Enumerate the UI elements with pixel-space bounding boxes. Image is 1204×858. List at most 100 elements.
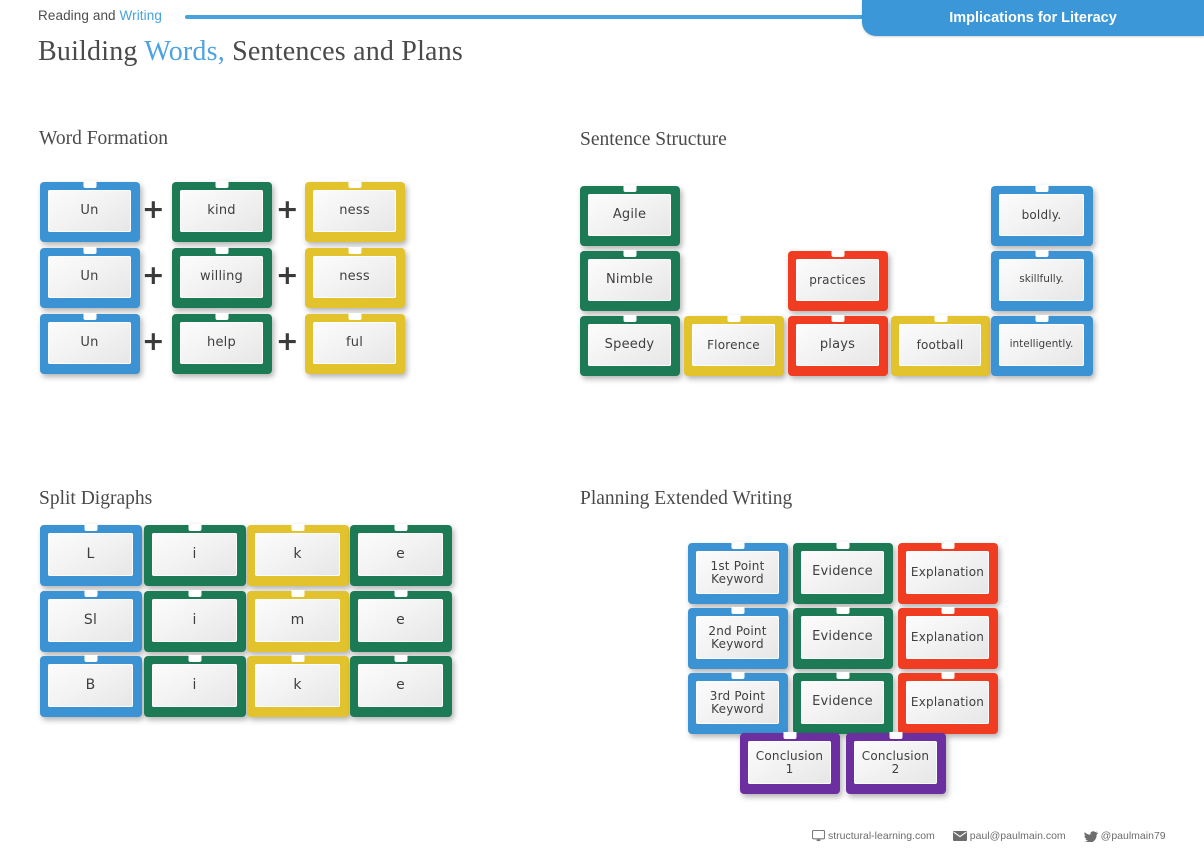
digraph-block-r3c2[interactable]: i [144,655,246,717]
block-notch [731,607,745,614]
digraph-block-r3c3[interactable]: k [247,655,349,717]
planning-block-r2c2[interactable]: Evidence [793,607,893,669]
block-notch [1035,185,1049,192]
page-title-highlight: Words, [144,36,225,67]
digraph-block-r3c4[interactable]: e [350,655,452,717]
block-panel: k [255,533,340,576]
section-title-planning: Planning Extended Writing [580,488,793,509]
word-block-kind-r1[interactable]: kind [172,181,272,242]
digraph-block-r1c3[interactable]: k [247,524,349,586]
block-label: Evidence [812,694,873,710]
block-label: willing [200,268,243,284]
footer-item-website[interactable]: structural-learning.com [812,830,935,842]
block-notch [394,590,408,597]
footer-item-twitter[interactable]: @paulmain79 [1083,830,1166,842]
block-notch [889,732,903,739]
block-notch [941,607,955,614]
block-notch [83,247,97,254]
sentence-block-skillfully[interactable]: skillfully. [991,250,1093,311]
sentence-block-speedy[interactable]: Speedy [580,315,680,376]
sentence-block-florence[interactable]: Florence [684,315,784,376]
block-label: Un [80,334,99,350]
eyebrow-highlight: Writing [119,8,162,23]
block-label: Evidence [812,564,873,580]
block-panel: e [358,664,443,707]
sentence-block-nimble[interactable]: Nimble [580,250,680,311]
digraph-block-r3c1[interactable]: B [40,655,142,717]
sentence-block-practices[interactable]: practices [788,250,888,311]
planning-block-r1c2[interactable]: Evidence [793,542,893,604]
block-notch [188,524,202,531]
digraph-block-r2c4[interactable]: e [350,590,452,652]
word-block-un-r1[interactable]: Un [40,181,140,242]
block-label: B [85,676,96,693]
section-title-word-formation: Word Formation [39,128,168,149]
word-block-un-r2[interactable]: Un [40,247,140,308]
block-label: m [290,611,305,628]
planning-block-r2c3[interactable]: Explanation [898,607,998,669]
block-label: Explanation [910,695,985,710]
header-accent-rule [185,15,865,19]
planning-block-r3c3[interactable]: Explanation [898,672,998,734]
block-panel: willing [180,256,263,298]
word-block-willing-r2[interactable]: willing [172,247,272,308]
sentence-block-plays[interactable]: plays [788,315,888,376]
block-panel: ful [313,322,396,364]
block-panel: ness [313,256,396,298]
block-notch [783,732,797,739]
planning-block-r1c3[interactable]: Explanation [898,542,998,604]
planning-block-r3c2[interactable]: Evidence [793,672,893,734]
word-block-ness-r2[interactable]: ness [305,247,405,308]
block-label: e [396,545,405,562]
word-block-ful-r3[interactable]: ful [305,313,405,374]
block-notch [623,185,637,192]
digraph-block-r1c1[interactable]: L [40,524,142,586]
sentence-block-boldly[interactable]: boldly. [991,185,1093,246]
block-label: kind [207,202,236,218]
block-notch [348,247,362,254]
footer-item-email[interactable]: paul@paulmain.com [952,830,1066,842]
block-label: Un [80,202,99,218]
block-label: football [916,337,964,352]
block-notch [623,250,637,257]
block-notch [623,315,637,322]
block-panel: Florence [692,324,775,366]
digraph-block-r2c3[interactable]: m [247,590,349,652]
page-title-part2: Sentences and Plans [224,36,463,67]
block-notch [215,181,229,188]
block-panel: e [358,599,443,642]
block-notch [291,590,305,597]
envelope-icon [952,831,967,841]
digraph-block-r1c2[interactable]: i [144,524,246,586]
block-panel: k [255,664,340,707]
sentence-block-intelligently[interactable]: intelligently. [991,315,1093,376]
sentence-block-agile[interactable]: Agile [580,185,680,246]
word-block-help-r3[interactable]: help [172,313,272,374]
block-label: ness [339,268,370,284]
block-panel: boldly. [999,194,1084,236]
sentence-block-football[interactable]: football [891,315,990,376]
block-label: Explanation [910,565,985,580]
word-block-ness-r1[interactable]: ness [305,181,405,242]
block-panel: Explanation [906,681,989,724]
digraph-block-r1c4[interactable]: e [350,524,452,586]
digraph-block-r2c1[interactable]: Sl [40,590,142,652]
digraph-block-r2c2[interactable]: i [144,590,246,652]
block-panel: Evidence [801,681,884,724]
block-label: skillfully. [1019,273,1064,286]
block-label: k [293,545,302,562]
word-block-un-r3[interactable]: Un [40,313,140,374]
block-label: Speedy [604,336,655,352]
block-panel: Un [48,190,131,232]
footer-label-email: paul@paulmain.com [969,830,1066,842]
block-label: ful [345,334,364,350]
